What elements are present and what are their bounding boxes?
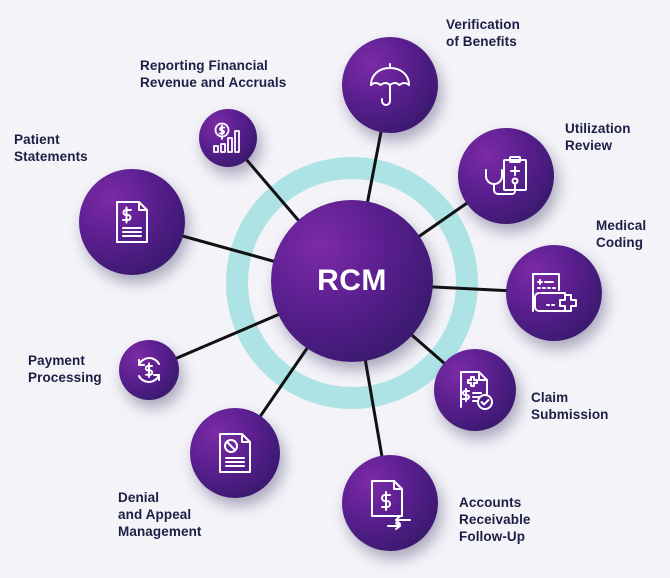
medical-record-icon bbox=[532, 273, 577, 312]
label-denial-and-appeal-management: Denial and Appeal Management bbox=[118, 490, 202, 539]
label-accounts-receivable-follow-up: Accounts Receivable Follow-Up bbox=[459, 495, 531, 544]
label-reporting-financial-revenue-and-accruals: Reporting Financial Revenue and Accruals bbox=[140, 58, 287, 90]
node-patient-statements[interactable] bbox=[79, 169, 185, 275]
center-node-rcm[interactable]: RCM bbox=[271, 200, 433, 362]
node-denial-and-appeal-management[interactable] bbox=[190, 408, 280, 498]
dollar-bar-chart-icon bbox=[213, 122, 240, 153]
dollar-cycle-icon bbox=[138, 357, 160, 383]
label-verification-of-benefits: Verification of Benefits bbox=[446, 17, 520, 49]
dollar-document-icon bbox=[116, 201, 148, 243]
node-verification-of-benefits[interactable] bbox=[342, 37, 438, 133]
label-patient-statements: Patient Statements bbox=[14, 132, 88, 164]
label-claim-submission: Claim Submission bbox=[531, 390, 609, 422]
invoice-arrows-icon bbox=[371, 480, 411, 530]
node-reporting-financial-revenue-and-accruals[interactable] bbox=[199, 109, 257, 167]
label-utilization-review: Utilization Review bbox=[565, 121, 631, 153]
center-label: RCM bbox=[317, 264, 387, 297]
node-payment-processing[interactable] bbox=[119, 340, 179, 400]
node-claim-submission[interactable] bbox=[434, 349, 516, 431]
label-medical-coding: Medical Coding bbox=[596, 218, 647, 250]
umbrella-icon bbox=[370, 63, 410, 106]
node-utilization-review[interactable] bbox=[458, 128, 554, 224]
label-payment-processing: Payment Processing bbox=[28, 353, 102, 385]
denied-document-icon bbox=[219, 433, 251, 473]
center-ring bbox=[226, 157, 478, 409]
node-accounts-receivable-follow-up[interactable] bbox=[342, 455, 438, 551]
stethoscope-clipboard-icon bbox=[485, 156, 527, 195]
node-medical-coding[interactable] bbox=[506, 245, 602, 341]
claim-check-icon bbox=[460, 371, 493, 410]
